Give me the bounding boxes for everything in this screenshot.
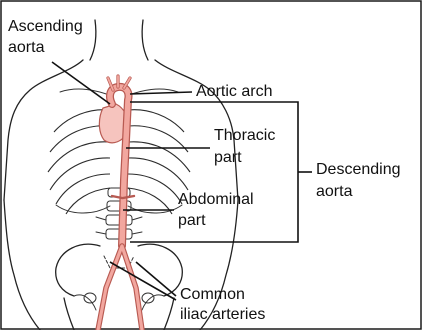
label-thoracic-part-line1: Thoracic (214, 126, 275, 145)
label-thoracic-part-line2: part (214, 148, 242, 167)
label-aortic-arch: Aortic arch (196, 82, 272, 101)
label-descending-aorta-line1: Descending (316, 160, 401, 179)
label-abdominal-part-line1: Abdominal (178, 190, 254, 209)
label-ascending-aorta-line1: Ascending (8, 17, 83, 36)
descending-aorta-bracket (130, 102, 298, 242)
leader-iliac-right (136, 262, 176, 296)
label-descending-aorta-line2: aorta (316, 182, 352, 201)
label-common-iliac-line1: Common (180, 285, 245, 304)
label-ascending-aorta-line2: aorta (8, 38, 44, 57)
label-common-iliac-line2: iliac arteries (180, 305, 265, 324)
label-abdominal-part-line2: part (178, 211, 206, 230)
leader-ascending-aorta (52, 62, 110, 104)
